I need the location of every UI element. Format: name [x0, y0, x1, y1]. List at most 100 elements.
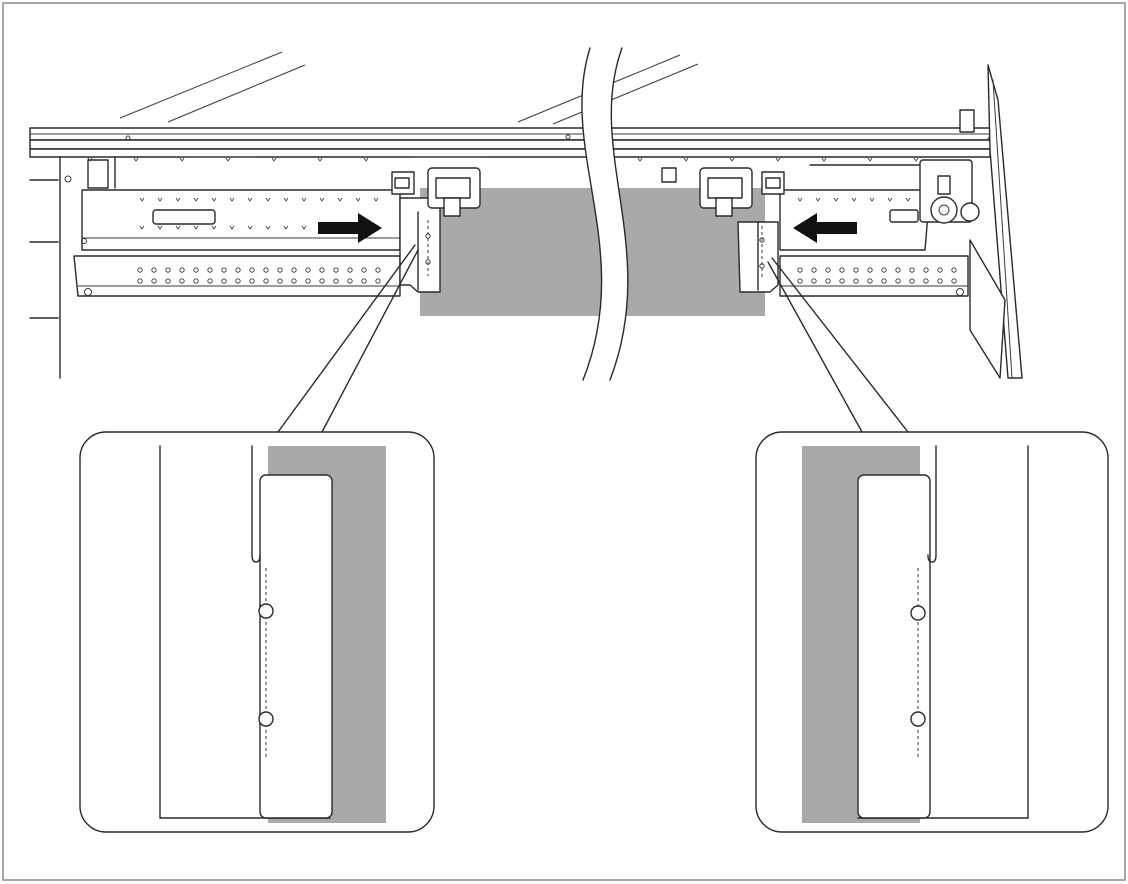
vent-hole: [363, 157, 369, 162]
vent-hole: [951, 278, 957, 284]
vent-hole: [851, 197, 857, 202]
callout-leader-right: [767, 257, 909, 433]
left-detail-screw-hole-2: [258, 711, 274, 727]
vent-hole: [221, 267, 227, 273]
vent-hole: [375, 267, 381, 273]
vent-hole: [277, 278, 283, 284]
vent-hole: [211, 225, 217, 230]
vent-hole: [811, 278, 817, 284]
vent-hole: [333, 267, 339, 273]
left-detail-screw-hole-1: [258, 603, 274, 619]
vent-hole: [263, 278, 269, 284]
vent-hole: [373, 197, 379, 202]
vent-hole: [225, 157, 231, 162]
left-detail-clamp-plate: [259, 474, 333, 819]
vent-hole: [937, 278, 943, 284]
vent-hole: [193, 225, 199, 230]
vent-hole: [797, 267, 803, 273]
vent-hole: [235, 267, 241, 273]
vent-hole: [157, 225, 163, 230]
vent-hole: [179, 267, 185, 273]
vent-hole: [175, 197, 181, 202]
vent-hole: [811, 267, 817, 273]
vent-hole: [797, 278, 803, 284]
vent-hole: [887, 197, 893, 202]
vent-hole: [249, 278, 255, 284]
vent-hole: [271, 157, 277, 162]
vent-hole: [361, 278, 367, 284]
vent-hole: [291, 278, 297, 284]
vent-hole: [881, 278, 887, 284]
left-platen: [29, 156, 401, 379]
vent-hole: [301, 197, 307, 202]
vent-hole: [229, 197, 235, 202]
top-rail: [29, 127, 996, 158]
vent-hole: [881, 267, 887, 273]
vent-hole: [265, 197, 271, 202]
media-sheet: [420, 188, 765, 316]
vent-hole: [133, 157, 139, 162]
vent-hole: [347, 267, 353, 273]
vent-hole: [853, 267, 859, 273]
vent-hole: [139, 197, 145, 202]
right-detail-clamp-plate: [857, 474, 931, 819]
vent-hole: [839, 267, 845, 273]
vent-hole: [175, 225, 181, 230]
vent-hole: [319, 267, 325, 273]
vent-hole: [833, 197, 839, 202]
vent-hole: [775, 157, 781, 162]
vent-hole: [729, 157, 735, 162]
vent-hole: [637, 157, 643, 162]
vent-hole: [825, 278, 831, 284]
vent-hole: [247, 197, 253, 202]
vent-hole: [839, 278, 845, 284]
right-detail-screw-hole-1: [910, 605, 926, 621]
vent-hole: [179, 157, 185, 162]
vent-hole: [165, 267, 171, 273]
vent-hole: [179, 278, 185, 284]
arrow-left-icon: [793, 213, 857, 243]
vent-hole: [821, 157, 827, 162]
vent-hole: [937, 267, 943, 273]
vent-hole: [319, 278, 325, 284]
vent-hole: [913, 157, 919, 162]
vent-hole: [825, 267, 831, 273]
vent-hole: [895, 267, 901, 273]
vent-hole: [317, 157, 323, 162]
vent-hole: [867, 278, 873, 284]
vent-hole: [211, 197, 217, 202]
vent-hole: [221, 278, 227, 284]
vent-hole: [909, 267, 915, 273]
vent-hole: [797, 197, 803, 202]
vent-hole: [347, 278, 353, 284]
vent-hole: [229, 225, 235, 230]
vent-hole: [301, 225, 307, 230]
vent-hole: [249, 267, 255, 273]
vent-hole: [235, 278, 241, 284]
left-platen-vent-holes: [87, 157, 381, 284]
vent-hole: [951, 267, 957, 273]
vent-hole: [305, 267, 311, 273]
vent-hole: [207, 267, 213, 273]
vent-hole: [305, 278, 311, 284]
vent-hole: [291, 267, 297, 273]
vent-hole: [853, 278, 859, 284]
right-platen-vent-holes: [637, 157, 957, 284]
vent-hole: [867, 157, 873, 162]
vent-hole: [333, 278, 339, 284]
right-media-clamp: [661, 167, 785, 293]
vent-hole: [923, 267, 929, 273]
vent-hole: [193, 197, 199, 202]
vent-hole: [909, 278, 915, 284]
vent-hole: [867, 267, 873, 273]
vent-hole: [923, 278, 929, 284]
vent-hole: [151, 267, 157, 273]
vent-hole: [151, 278, 157, 284]
vent-hole: [139, 225, 145, 230]
vent-hole: [207, 278, 213, 284]
vent-hole: [165, 278, 171, 284]
vent-hole: [157, 197, 163, 202]
right-platen: [779, 64, 1023, 379]
